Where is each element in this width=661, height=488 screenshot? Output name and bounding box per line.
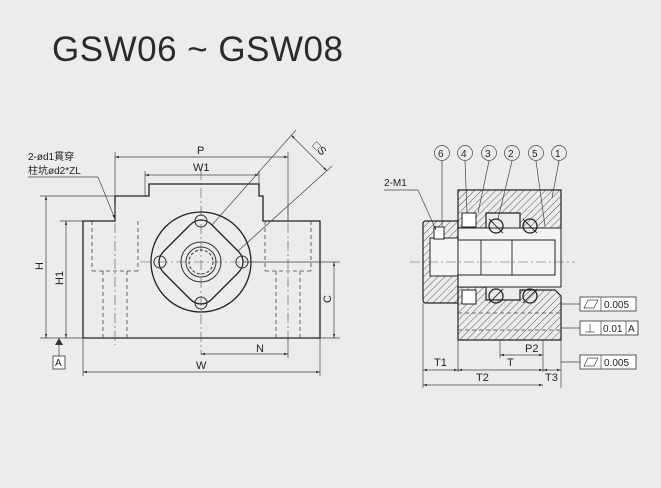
shaft-sleeve [457, 239, 556, 276]
bearing-ball-upper-2 [522, 218, 538, 234]
dim-H1-label: H1 [54, 271, 66, 285]
hole-note-line2: 柱坑ød2*ZL [28, 164, 81, 177]
balloon-3: 3 [485, 149, 491, 160]
dim-N-label: N [256, 343, 264, 355]
tolerance-frame-1: 0.005 [561, 296, 637, 312]
balloon-5: 5 [532, 149, 538, 160]
housing-square [158, 219, 244, 305]
dim-S-label: □S [310, 140, 328, 158]
tolerance-frame-3: 0.005 [561, 354, 637, 370]
thread-M1-label: 2-M1 [384, 178, 407, 189]
dim-P2-label: P2 [525, 343, 538, 355]
part-balloons: 6 4 3 2 5 1 [434, 145, 567, 227]
flatness-2-value: 0.005 [604, 358, 629, 369]
balloon-2: 2 [508, 149, 514, 160]
bolt-hole-top [194, 214, 208, 228]
dim-T-label: T [507, 357, 514, 369]
dim-C-label: C [322, 295, 334, 303]
set-screw [433, 226, 445, 240]
perpendicularity-value: 0.01 [603, 324, 623, 335]
perpendicularity-datum: A [628, 324, 635, 335]
hole-note-line1: 2-ød1貫穿 [28, 150, 74, 163]
dim-W1-label: W1 [193, 162, 210, 174]
dim-T1-label: T1 [434, 357, 447, 369]
dim-W-label: W [196, 360, 207, 372]
flatness-1-value: 0.005 [604, 300, 629, 311]
balloon-6: 6 [438, 149, 444, 160]
bearing-ball-lower-2 [522, 288, 538, 304]
tolerance-frame-2: 0.01 A [561, 320, 639, 336]
right-counterbore-hidden [264, 221, 312, 338]
bearing-ball-upper-1 [488, 218, 504, 234]
dim-T3-label: T3 [545, 372, 558, 384]
dim-H-label: H [34, 262, 46, 270]
bolt-hole-bottom [194, 296, 208, 310]
balloon-4: 4 [461, 149, 467, 160]
bore-inner [185, 246, 217, 278]
left-counterbore-hidden [91, 221, 139, 338]
datum-A-label: A [55, 358, 62, 369]
page-title: GSW06 ~ GSW08 [52, 30, 344, 69]
side-view: 6 4 3 2 5 1 2-M1 [384, 145, 639, 388]
seal-lower [461, 289, 477, 305]
seal-upper [461, 212, 477, 228]
dim-P-label: P [197, 145, 204, 157]
dim-T2-label: T2 [476, 372, 489, 384]
balloon-1: 1 [555, 149, 561, 160]
bolt-hole-left [153, 255, 167, 269]
bearing-ball-lower-1 [488, 288, 504, 304]
bore-thread [188, 249, 214, 275]
block-outline [82, 183, 321, 339]
bore-outer [180, 241, 222, 283]
front-view: P W1 □S 2-ød1貫穿 柱坑ød2*ZL H H1 [28, 129, 340, 376]
